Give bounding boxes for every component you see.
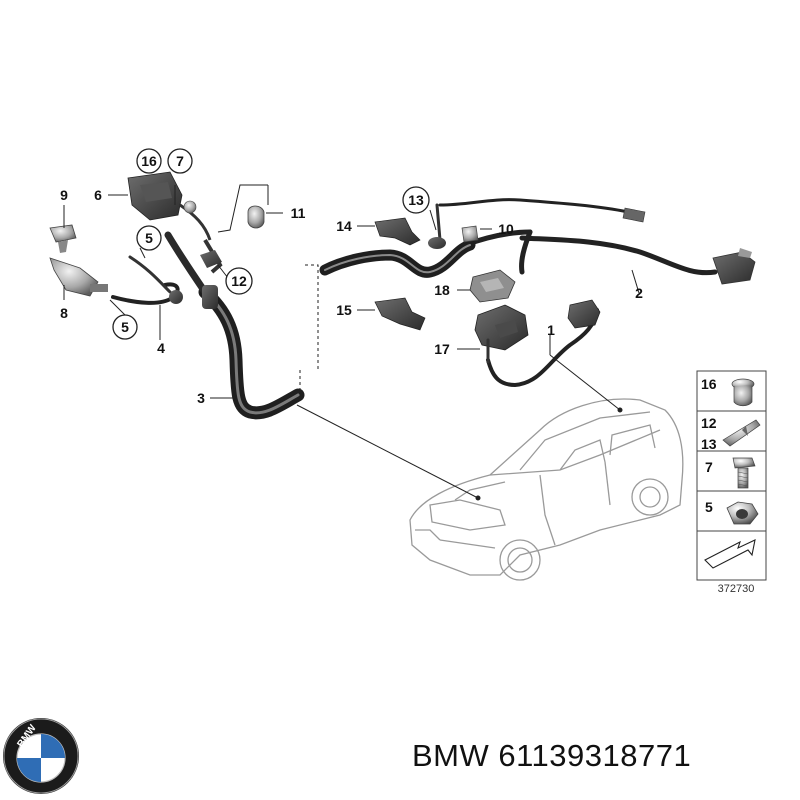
part-10 [461, 225, 492, 243]
svg-text:9: 9 [60, 187, 68, 203]
svg-text:12: 12 [231, 273, 247, 289]
svg-text:18: 18 [434, 282, 450, 298]
legend-label-16: 16 [701, 376, 717, 392]
callout-10: 10 [498, 221, 514, 237]
legend-label-12: 12 [701, 415, 717, 431]
cable-4 [111, 255, 180, 305]
legend-label-13: 13 [701, 436, 717, 452]
callout-5-upper: 5 [136, 225, 162, 251]
svg-text:2: 2 [635, 285, 643, 301]
vehicle-outline [409, 398, 684, 581]
callout-12: 12 [225, 267, 253, 295]
callout-5-lower: 5 [112, 314, 138, 340]
part-17 [474, 304, 529, 351]
part-14 [374, 217, 421, 246]
part-18 [469, 269, 516, 303]
legend-label-7: 7 [705, 459, 713, 475]
svg-text:17: 17 [434, 341, 450, 357]
svg-text:3: 3 [197, 390, 205, 406]
bmw-logo: BMW [3, 718, 79, 794]
arrow-icon [704, 539, 756, 569]
cable-upper-mid [319, 203, 476, 278]
callout-14: 14 [336, 218, 352, 234]
svg-text:11: 11 [291, 205, 306, 221]
callout-6: 6 [94, 187, 102, 203]
svg-text:5: 5 [145, 230, 153, 246]
callout-17: 17 [434, 341, 450, 357]
svg-text:13: 13 [408, 192, 424, 208]
cable-1 [486, 308, 599, 387]
callout-leaders [63, 194, 640, 399]
callout-7: 7 [167, 148, 193, 174]
break-line [299, 264, 319, 390]
callout-3: 3 [197, 390, 205, 406]
cable-clip [202, 285, 218, 309]
callout-9: 9 [60, 187, 68, 203]
part-12 [200, 250, 229, 279]
part-number-caption: BMW 61139318771 [412, 738, 692, 773]
svg-text:7: 7 [176, 153, 184, 169]
legend-part-12-13 [722, 419, 761, 447]
connectors-upper [179, 200, 223, 274]
cable-1-end [567, 299, 601, 329]
legend-label-5: 5 [705, 499, 713, 515]
part-8 [49, 257, 108, 297]
callout-1: 1 [547, 322, 555, 338]
legend-part-7 [732, 457, 756, 489]
part-13-grommet [428, 237, 446, 249]
svg-text:16: 16 [141, 153, 157, 169]
part-15 [374, 297, 426, 331]
cable-2 [438, 198, 718, 276]
cable-4-grommet [169, 290, 183, 304]
callout-8: 8 [60, 305, 68, 321]
svg-text:8: 8 [60, 305, 68, 321]
callout-13: 13 [402, 186, 430, 214]
part-6 [127, 171, 183, 221]
svg-text:5: 5 [121, 319, 129, 335]
legend-panel: 16 12 13 7 5 [696, 370, 767, 595]
callout-11: 11 [291, 205, 306, 221]
callout-2: 2 [635, 285, 643, 301]
legend-part-16 [731, 378, 755, 407]
part-11 [247, 205, 283, 229]
svg-text:10: 10 [498, 221, 514, 237]
svg-text:1: 1 [547, 322, 555, 338]
svg-text:15: 15 [336, 302, 352, 318]
cable-3 [164, 231, 305, 420]
leader-lines [296, 354, 623, 501]
cable-2-end [622, 207, 756, 285]
callout-4: 4 [157, 340, 165, 356]
svg-text:14: 14 [336, 218, 352, 234]
reference-number: 372730 [718, 583, 755, 595]
callout-16: 16 [136, 148, 162, 174]
legend-part-5 [726, 501, 759, 525]
callout-18: 18 [434, 282, 450, 298]
part-9 [49, 224, 77, 253]
bracket-lines [174, 184, 269, 233]
svg-text:6: 6 [94, 187, 102, 203]
svg-text:4: 4 [157, 340, 165, 356]
callout-15: 15 [336, 302, 352, 318]
